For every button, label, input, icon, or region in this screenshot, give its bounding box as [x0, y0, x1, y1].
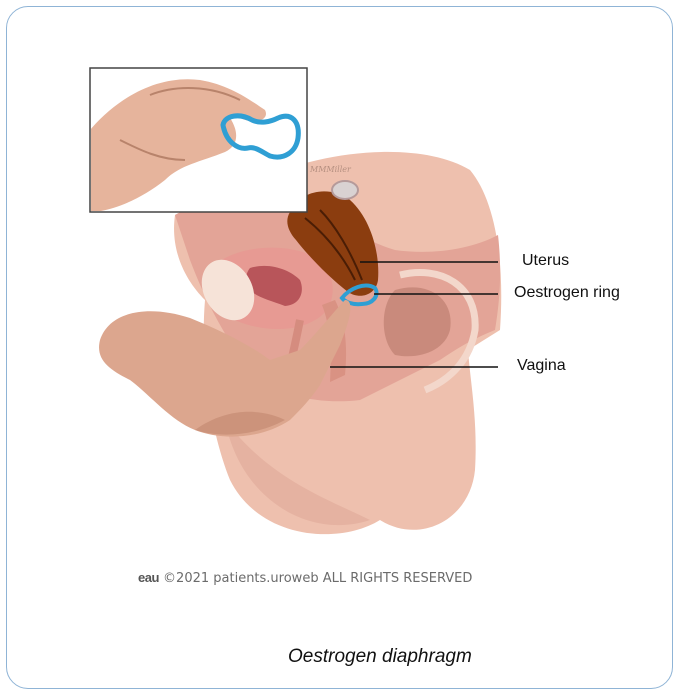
ovary: [332, 181, 358, 199]
oestrogen-ring-label: Oestrogen ring: [514, 284, 620, 302]
copyright-text: ©2021 patients.uroweb ALL RIGHTS RESERVE…: [163, 571, 472, 586]
copyright-credit: eau ©2021 patients.uroweb ALL RIGHTS RES…: [138, 570, 472, 586]
figure-caption: Oestrogen diaphragm: [288, 646, 472, 668]
artist-signature: MMMiller: [310, 165, 351, 174]
eau-logo: eau: [138, 570, 159, 585]
vagina-label: Vagina: [517, 357, 566, 375]
uterus-label: Uterus: [522, 252, 569, 270]
